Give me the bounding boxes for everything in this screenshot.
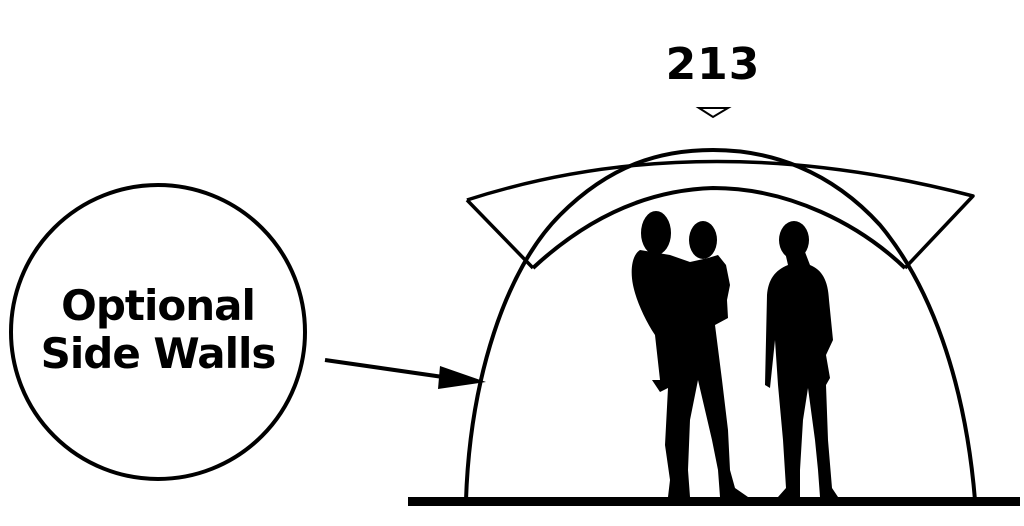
person-adult-carrying-child-icon: [631, 211, 748, 497]
canopy-outline: [465, 159, 975, 270]
ground-line: [408, 497, 1020, 506]
person-standing-adult-icon: [765, 221, 838, 497]
reference-pointer-icon: [695, 107, 732, 119]
callout-arrow-line: [324, 358, 451, 380]
reference-number-label: 213: [665, 39, 761, 90]
callout-label-line1: Optional: [61, 281, 256, 330]
arrow-head-icon: [438, 366, 486, 389]
dome-outer-arch: [464, 147, 977, 501]
callout-label-line2: Side Walls: [40, 329, 277, 378]
callout-circle: [9, 183, 307, 481]
dome-inner-arch: [531, 185, 907, 270]
callout-label: Optional Side Walls: [10, 282, 306, 378]
